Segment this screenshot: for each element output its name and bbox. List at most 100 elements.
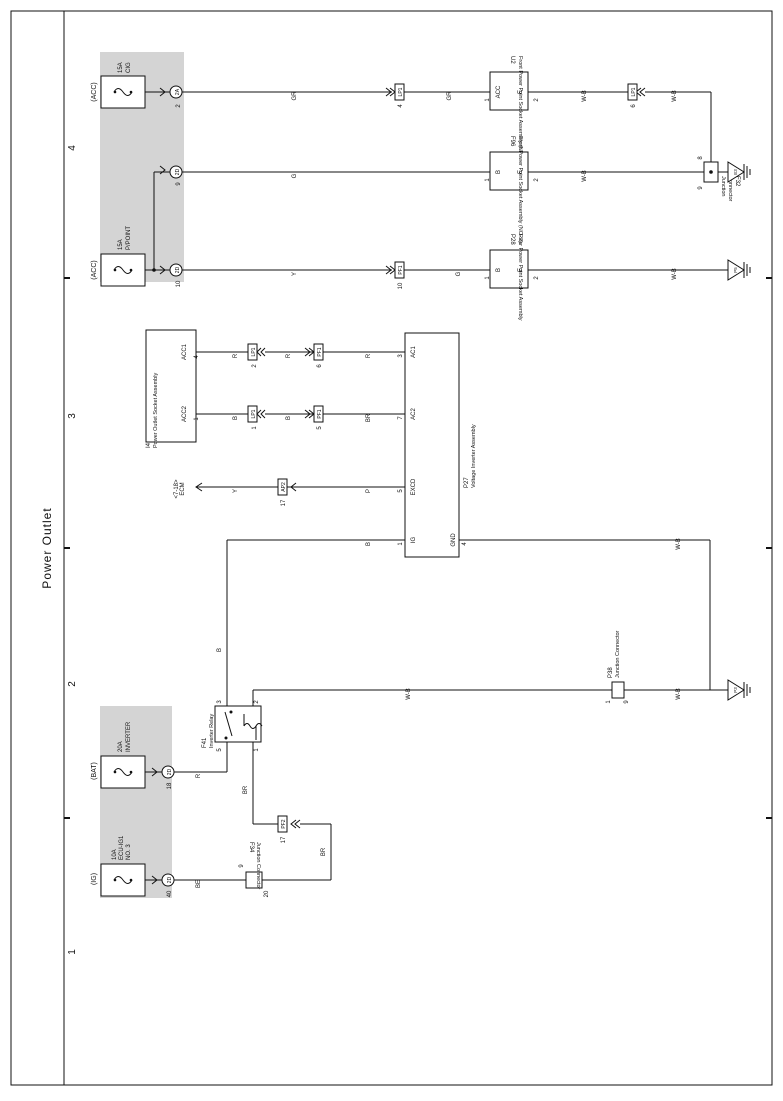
f41-num-5: 5: [217, 748, 223, 752]
ecm-ref: <7-18>: [174, 479, 180, 499]
fuse-ecu-name: ECU-IG1: [119, 835, 125, 860]
pf1-pin-c: 5: [317, 426, 323, 430]
grid-number-4: 4: [67, 145, 78, 151]
conn-pf1-b: PF1: [317, 347, 323, 356]
wire-relay-f34: BR PF2 17 BR: [243, 742, 332, 881]
u2-ref: U2: [509, 56, 515, 64]
wire-br-2: BR: [243, 785, 249, 794]
p28-num-1: 1: [485, 276, 491, 280]
p27-num-3: 3: [398, 354, 404, 358]
i4-name: Power Outlet Socket Assembly: [153, 373, 159, 448]
u2-socket: ACC E 1 2 U2 Front Power Point Socket As…: [485, 56, 540, 162]
p27-pin-ac2: AC2: [411, 408, 417, 420]
wire-p: P: [366, 489, 372, 493]
wire-gr-1: GR: [292, 91, 298, 101]
wire-ig-relay: B B: [217, 539, 405, 706]
src1-conn: 2A: [175, 88, 181, 95]
power-acc-2: (ACC): [91, 260, 98, 279]
p27-inverter: AC1 AC2 EXCD IG GND 3 7 5 1 4 P27 Voltag…: [398, 332, 477, 558]
src1-pin: 2: [176, 104, 182, 108]
p27-num-1: 1: [398, 542, 404, 546]
u2-pin-acc: ACC: [496, 85, 502, 98]
f41-num-1: 1: [254, 748, 260, 752]
i4-pin-acc1: ACC1: [182, 343, 188, 360]
f96-num-1: 1: [485, 178, 491, 182]
p28-pin-e: E: [518, 268, 524, 272]
wire-r-3: R: [366, 353, 372, 358]
wire-gr-2: GR: [447, 91, 453, 101]
wire-bat-relay: R: [174, 742, 228, 778]
grid-number-3: 3: [67, 413, 78, 419]
fuse-ecu-no: NO. 3: [126, 844, 132, 860]
wire-wb-6: W-B: [406, 688, 412, 700]
f41-num-2: 2: [254, 700, 260, 704]
conn-lp1-d: LP1: [251, 409, 257, 418]
conn-lp1-c: LP1: [251, 347, 257, 356]
p28-ref: P28: [509, 234, 515, 245]
wire-i4-p27-ac2: LP1 1 B B PF1 5 BR: [196, 405, 405, 430]
pf2-pin: 17: [281, 836, 287, 843]
power-acc-1: (ACC): [91, 82, 98, 101]
p27-num-7: 7: [398, 416, 404, 420]
fuse-inverter-rating: 20A: [118, 741, 124, 752]
ecm-label: ECM: [180, 482, 186, 495]
fuse-ppoint-name: P/POINT: [126, 226, 132, 250]
src2-pin: 10: [176, 280, 182, 287]
wire-ppoint-p28: Y PF1 10 G: [182, 261, 490, 289]
ground-p5: P5: [733, 267, 738, 273]
i4-num-1: 1: [194, 417, 200, 421]
fuse-ecu-ig1: (IG) 10A ECU-IG1 NO. 3 2D 40: [91, 835, 175, 897]
lp1-pin-b: 6: [631, 104, 637, 108]
p28-name: Rear Power Point Socket Assembly: [517, 234, 523, 321]
wire-wb-2: W-B: [672, 90, 678, 102]
f32-pin-9: 9: [698, 186, 704, 190]
power-ig: (IG): [91, 873, 98, 885]
wire-u2-gnd: W-B LP1 6 W-B: [528, 83, 712, 162]
f96-num-2: 2: [534, 178, 540, 182]
lp1-pin-a: 4: [398, 104, 404, 108]
wire-excd-ecm: AP2 17 Y P ECM <7-18>: [174, 478, 405, 506]
p27-pin-excd: EXCD: [411, 478, 417, 495]
f32-name-1: Junction: [720, 176, 726, 197]
u2-num-1: 1: [485, 98, 491, 102]
fuse-inverter-name: INVERTER: [126, 721, 132, 752]
lp1-pin-d: 1: [252, 426, 258, 430]
page-title: Power Outlet: [40, 507, 54, 588]
wire-be: BE: [196, 880, 202, 888]
wire-g-1: G: [292, 173, 298, 178]
i4-num-4: 4: [194, 355, 200, 359]
p38-name: Junction Connector: [615, 630, 621, 678]
wire-wb-3: W-B: [582, 170, 588, 182]
p38-ref: P38: [608, 667, 614, 678]
f32-pin-8: 8: [698, 156, 704, 160]
f34-num-20: 20: [264, 890, 270, 897]
ground-p3: P3: [733, 687, 738, 693]
wire-cig-u2: GR LP1 4 GR: [182, 83, 490, 108]
fuse-ppoint: (ACC) 15A P/POINT 2D 10 2D 9: [91, 165, 183, 287]
wire-y-2: Y: [233, 489, 239, 493]
grid-number-2: 2: [67, 681, 78, 687]
p28-socket: B E 1 2 P28 Rear Power Point Socket Asse…: [485, 234, 751, 321]
f96-pin-b: B: [496, 170, 502, 174]
wire-g-2: G: [456, 271, 462, 276]
src3-conn: 2D: [167, 768, 173, 775]
ap2-pin: 17: [281, 499, 287, 506]
f96-name: Front Power Point Socket Assembly (NO. 2…: [517, 136, 523, 243]
src2b-pin: 9: [176, 182, 182, 186]
f32-ref: F32: [734, 176, 740, 187]
p28-pin-b: B: [496, 268, 502, 272]
i4-pin-acc2: ACC2: [182, 405, 188, 422]
p27-pin-ig: IG: [411, 537, 417, 544]
fuse-ppoint-rating: 15A: [118, 239, 124, 250]
wire-gnd-p3: W-B: [459, 538, 711, 690]
src2b-conn: 2D: [175, 168, 181, 175]
wire-wb-7: W-B: [676, 688, 682, 700]
wire-wb-4: W-B: [672, 268, 678, 280]
lp1-pin-c: 2: [252, 364, 258, 368]
fuse-cig-name: CIG: [126, 62, 132, 73]
u2-num-2: 2: [534, 98, 540, 102]
wire-ppoint-f96: G: [182, 171, 490, 178]
f34-ref: F34: [248, 842, 254, 853]
fuse-cig-rating: 15A: [118, 62, 124, 73]
f41-ref: F41: [202, 737, 208, 748]
